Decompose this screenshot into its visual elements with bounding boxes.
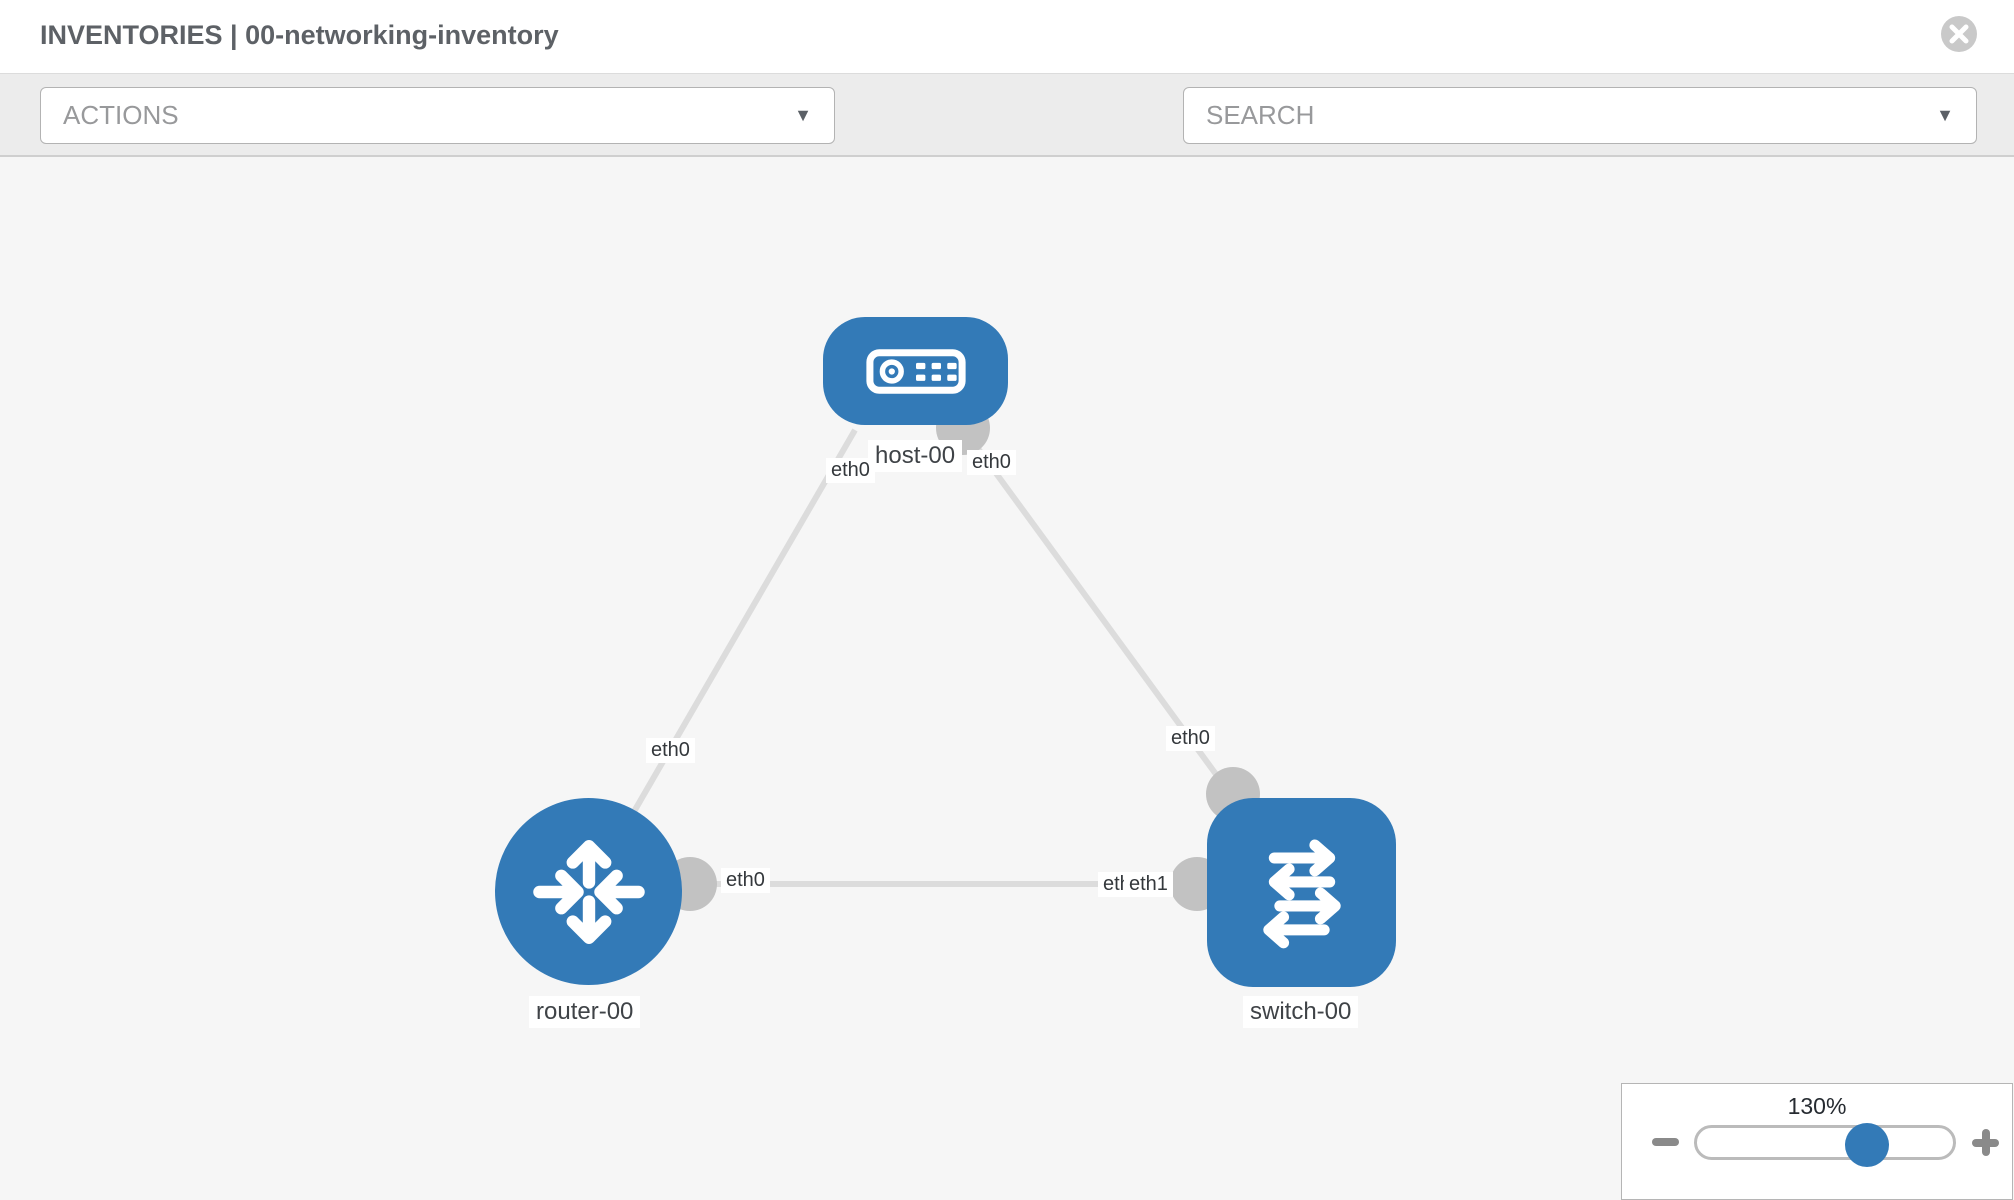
zoom-slider-handle[interactable] xyxy=(1845,1123,1889,1167)
search-dropdown-label: SEARCH xyxy=(1206,100,1315,130)
interface-label-router-to-host: eth0 xyxy=(646,738,695,763)
interface-label-host-to-switch: eth0 xyxy=(967,450,1016,475)
page-header: INVENTORIES | 00-networking-inventory xyxy=(0,0,2014,73)
caret-down-icon: ▼ xyxy=(794,105,812,125)
toolbar: ACTIONS ▼ SEARCH ▼ xyxy=(0,73,2014,206)
host-icon xyxy=(865,348,966,394)
search-dropdown[interactable]: SEARCH ▼ xyxy=(1183,87,1977,144)
node-label-router: router-00 xyxy=(529,996,641,1028)
switch-icon xyxy=(1262,839,1341,948)
topology-canvas[interactable]: host-00 router-00 switch-00 eth0 eth0 et… xyxy=(0,157,2014,1200)
actions-dropdown-label: ACTIONS xyxy=(63,100,179,130)
zoom-slider-track[interactable] xyxy=(1694,1123,1956,1167)
node-switch-00[interactable] xyxy=(1207,798,1396,987)
zoom-percentage: 130% xyxy=(1787,1093,1847,1119)
topology-edges-layer xyxy=(585,401,1305,911)
router-icon xyxy=(532,839,645,944)
node-label-host: host-00 xyxy=(868,440,963,472)
interface-label-router-to-switch: eth0 xyxy=(721,868,770,893)
interface-label-switch-to-host: eth0 xyxy=(1166,726,1215,751)
node-label-switch: switch-00 xyxy=(1243,996,1359,1028)
zoom-in-button[interactable] xyxy=(1972,1129,1999,1156)
actions-dropdown[interactable]: ACTIONS ▼ xyxy=(40,87,835,144)
interface-label-host-to-router: eth0 xyxy=(826,458,875,483)
page-title: INVENTORIES | 00-networking-inventory xyxy=(40,20,559,50)
close-icon xyxy=(1949,24,1969,44)
node-router-00[interactable] xyxy=(495,798,682,985)
interface-label-switch-to-router: eth1 xyxy=(1124,872,1173,897)
zoom-out-button[interactable] xyxy=(1652,1138,1679,1146)
zoom-panel: 130% xyxy=(1621,1083,2013,1200)
caret-down-icon: ▼ xyxy=(1936,105,1954,125)
node-host-00[interactable] xyxy=(823,317,1008,425)
close-button[interactable] xyxy=(1941,16,1977,52)
